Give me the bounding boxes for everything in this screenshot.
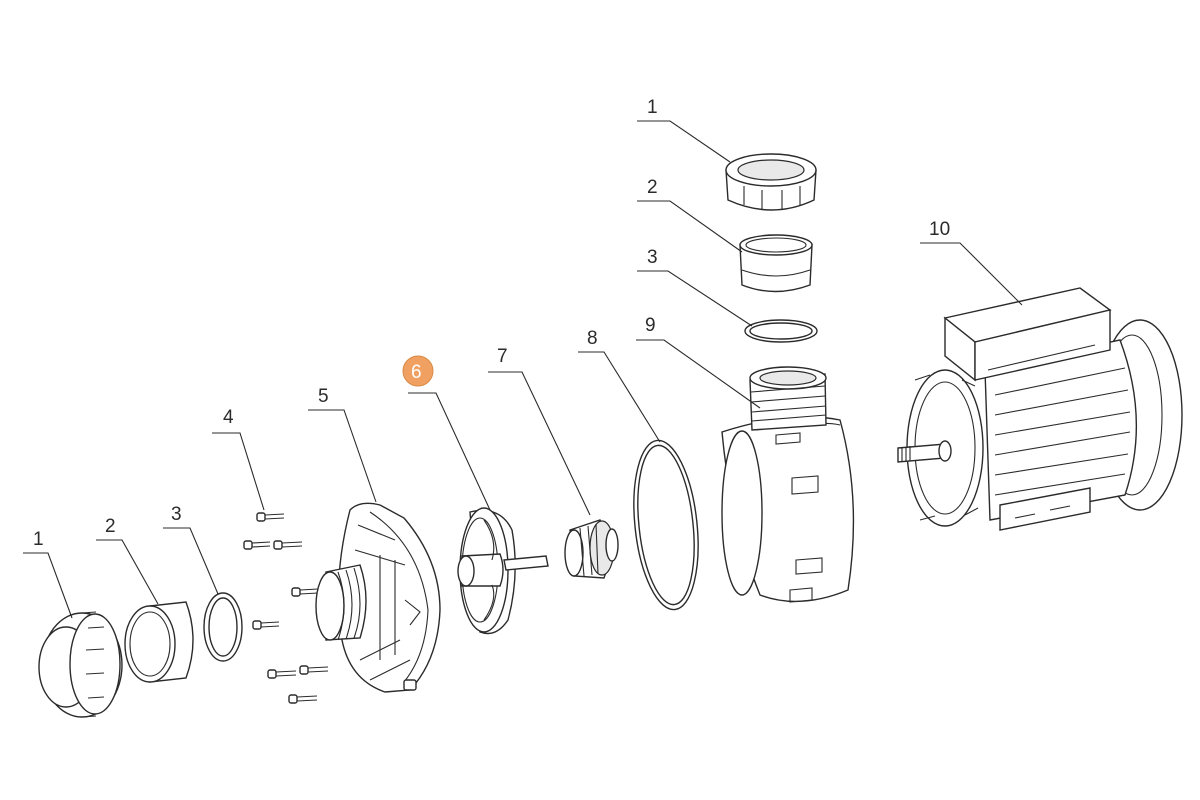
- svg-text:5: 5: [318, 386, 329, 407]
- callout-7: 7: [488, 346, 591, 516]
- callout-3-top: 3: [637, 247, 753, 327]
- svg-text:4: 4: [223, 407, 234, 428]
- svg-text:3: 3: [171, 504, 182, 525]
- callout-1-top: 1: [637, 97, 731, 163]
- part-mechanical-seal: [564, 519, 619, 579]
- part-front-cover: [315, 502, 441, 693]
- svg-text:9: 9: [645, 315, 656, 336]
- callout-1-left: 1: [23, 529, 73, 619]
- part-motor: [897, 287, 1183, 531]
- svg-text:2: 2: [647, 177, 658, 198]
- callout-2-left: 2: [96, 516, 159, 605]
- svg-text:8: 8: [587, 328, 598, 349]
- svg-text:1: 1: [33, 529, 44, 550]
- part-tail-piece-top: [739, 234, 813, 293]
- part-pump-housing: [721, 366, 855, 603]
- callout-3-left: 3: [163, 504, 219, 595]
- callout-6-highlight: [402, 355, 434, 387]
- part-large-o-ring: [633, 439, 699, 611]
- callout-10: 10: [920, 219, 1023, 306]
- svg-text:10: 10: [929, 219, 950, 240]
- part-o-ring-left: [203, 592, 243, 662]
- part-o-ring-top: [744, 319, 818, 343]
- callout-6: 6: [402, 355, 491, 511]
- callout-9: 9: [636, 315, 761, 409]
- part-impeller: [457, 507, 549, 635]
- callout-8: 8: [578, 328, 661, 443]
- svg-text:1: 1: [647, 97, 658, 118]
- callout-2-top: 2: [637, 177, 743, 253]
- svg-text:7: 7: [497, 346, 508, 367]
- part-tail-piece-left: [124, 601, 194, 683]
- svg-text:3: 3: [647, 247, 658, 268]
- svg-text:6: 6: [411, 362, 422, 383]
- part-union-nut-left: [38, 611, 123, 718]
- part-union-nut-top: [725, 153, 817, 211]
- callout-4: 4: [212, 407, 265, 511]
- svg-text:2: 2: [105, 516, 116, 537]
- callout-5: 5: [308, 386, 377, 503]
- part-screws: [243, 512, 329, 704]
